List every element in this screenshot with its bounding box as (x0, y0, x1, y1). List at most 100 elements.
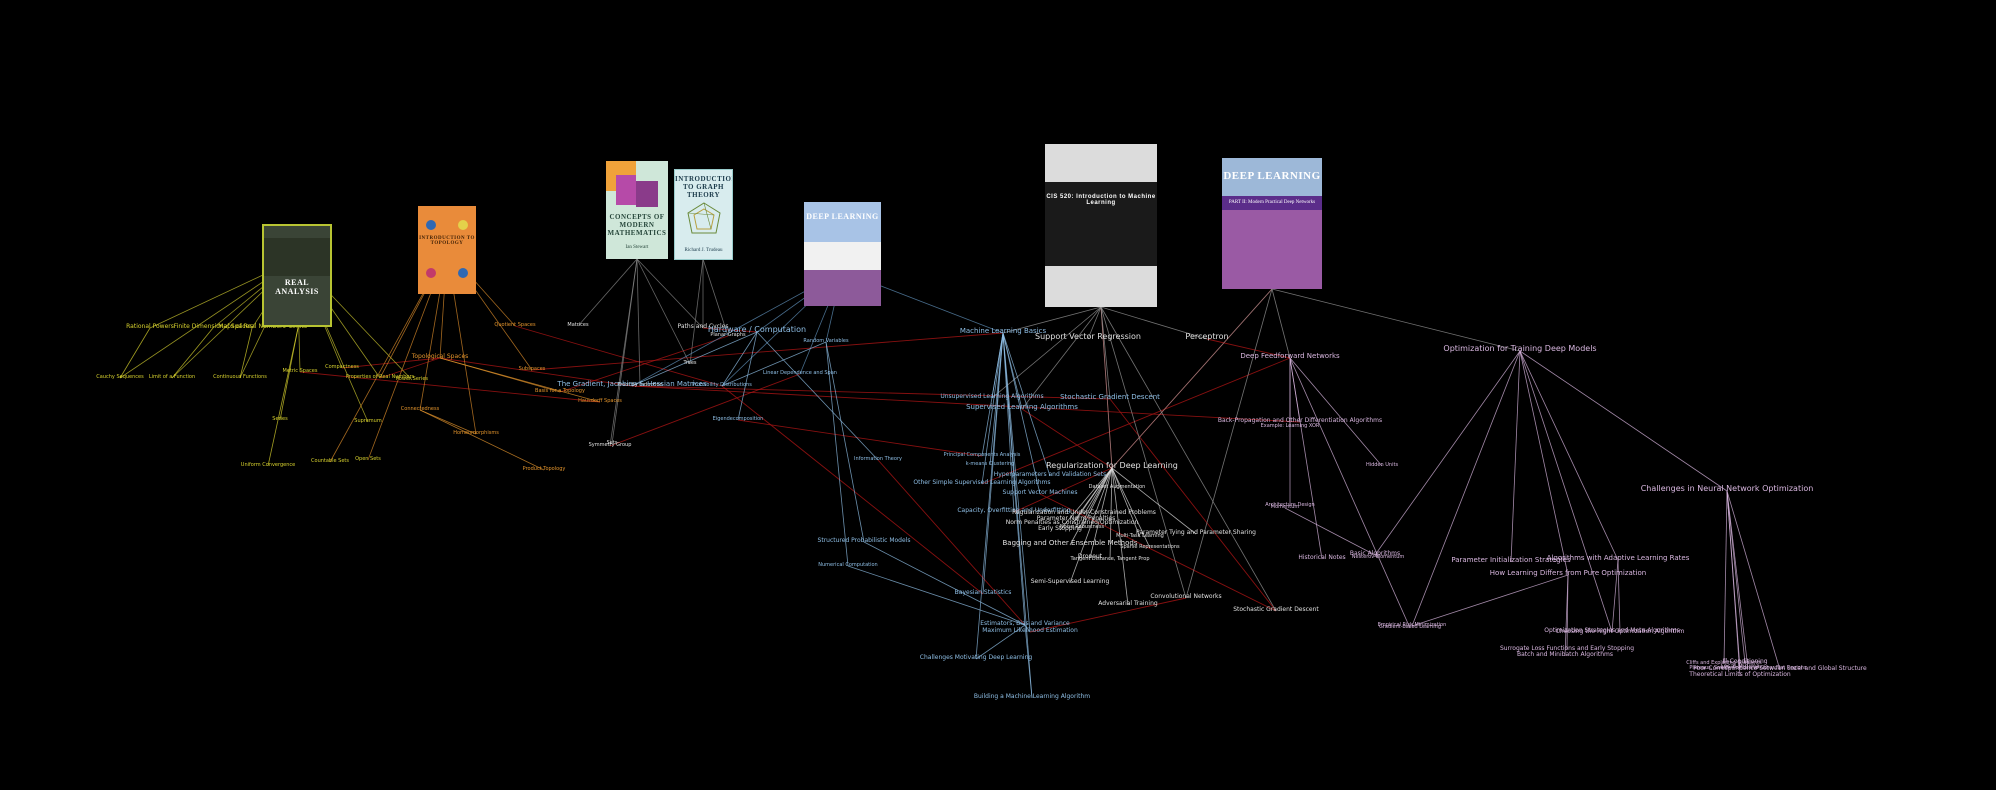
node-label-y2[interactable]: Limit of a Function (149, 374, 195, 380)
node-label-svm[interactable]: Support Vector Machines (1003, 489, 1078, 496)
node-label-bp[interactable]: Back-Propagation and Other Differentiati… (1218, 417, 1382, 424)
node-label-cliff[interactable]: Cliffs and Exploding Gradients (1686, 660, 1762, 666)
node-label-perc[interactable]: Perceptron (1185, 332, 1228, 341)
node-label-hyp[interactable]: Hyperparameters and Validation Sets (994, 471, 1106, 478)
node-label-y4[interactable]: Series (272, 416, 288, 422)
node-label-sgd1[interactable]: Stochastic Gradient Descent (1060, 393, 1160, 401)
node-label-b1[interactable]: The Gradient, Jacobian & Hessian Matrice… (556, 380, 706, 388)
node-label-o5[interactable]: Quotient Spaces (494, 322, 536, 328)
node-label-w6[interactable]: Symmetry Group (589, 442, 632, 448)
node-label-mla[interactable]: Building a Machine Learning Algorithm (974, 693, 1090, 700)
node-label-surr[interactable]: Surrogate Loss Functions and Early Stopp… (1500, 645, 1634, 652)
node-label-y6[interactable]: Uniform Convergence (241, 462, 295, 468)
node-label-ssl[interactable]: Semi-Supervised Learning (1031, 578, 1110, 585)
node-label-choose[interactable]: Choosing the Right Optimization Algorith… (1556, 628, 1685, 635)
node-label-ulb[interactable]: Unsupervised Learning Algorithms (940, 393, 1043, 400)
node-label-rdl[interactable]: Regularization for Deep Learning (1046, 461, 1178, 470)
node-label-osla[interactable]: Other Simple Supervised Learning Algorit… (913, 479, 1050, 486)
node-label-fd[interactable]: Finite Dimensional Spaces (174, 323, 253, 330)
node-label-basic[interactable]: Basic Algorithms (1350, 550, 1400, 557)
node-label-b3[interactable]: Eigendecomposition (713, 416, 764, 422)
node-label-w2[interactable]: Sets (607, 440, 618, 446)
node-label-w3[interactable]: Trees (682, 360, 696, 366)
node-label-w1[interactable]: Matrices (567, 322, 589, 328)
node-label-b6[interactable]: Information Theory (854, 456, 902, 462)
node-label-kmc[interactable]: k-means Clustering (966, 461, 1015, 467)
node-label-o3[interactable]: Homeomorphisms (453, 430, 499, 436)
node-label-param[interactable]: Parameter Norm Penalties (1037, 515, 1115, 522)
node-label-tying[interactable]: Parameter Tying and Parameter Sharing (1136, 529, 1256, 536)
node-label-y12[interactable]: Metric Spaces (283, 368, 318, 374)
node-label-o1[interactable]: Topological Spaces (411, 353, 469, 360)
node-label-xor[interactable]: Example: Learning XOR (1261, 423, 1320, 429)
node-label-y10[interactable]: Power Series (396, 376, 428, 382)
node-label-w5[interactable]: Planar Graphs (710, 332, 746, 338)
node-label-y7[interactable]: Countable Sets (311, 458, 349, 464)
book-concepts-of-modern-mathematics[interactable]: CONCEPTS OF MODERN MATHEMATICS Ian Stewa… (606, 161, 668, 259)
node-label-o2[interactable]: Connectedness (401, 406, 440, 412)
node-label-cap[interactable]: Capacity, Overfitting and Underfitting (957, 507, 1070, 514)
book-topology[interactable]: INTRODUCTION TO TOPOLOGY (418, 206, 476, 294)
node-label-o6[interactable]: Basis for a Topology (535, 388, 585, 394)
node-label-hid[interactable]: Hidden Units (1366, 462, 1399, 468)
node-label-est[interactable]: Estimators, Bias and Variance (980, 620, 1070, 627)
node-label-y3[interactable]: Continuous Functions (213, 374, 267, 380)
node-label-meta[interactable]: Optimization Strategies and Meta-Algorit… (1544, 627, 1679, 634)
node-label-o8[interactable]: Subspaces (519, 366, 546, 372)
node-label-mr[interactable]: Maps of Real Numbers (218, 323, 285, 330)
node-label-dfn[interactable]: Deep Feedforward Networks (1240, 352, 1340, 360)
node-label-gbl[interactable]: Gradient-Based Learning (1379, 624, 1441, 630)
node-label-theor[interactable]: Theoretical Limits of Optimization (1688, 671, 1791, 678)
node-label-cml[interactable]: Challenges Motivating Deep Learning (920, 654, 1033, 661)
node-label-w7[interactable]: Proof by Induction (617, 382, 662, 388)
node-label-local[interactable]: Local Minima (1720, 663, 1760, 670)
node-label-nest[interactable]: Nesterov Momentum (1352, 554, 1405, 560)
node-label-cc[interactable]: Hardware / Computation (708, 325, 806, 334)
node-label-illc[interactable]: Ill-Conditioning (1722, 658, 1767, 665)
node-label-drop[interactable]: Dropout (1078, 553, 1103, 560)
node-label-batch[interactable]: Batch and Minibatch Algorithms (1517, 651, 1613, 658)
book-deep-learning-part-ii[interactable]: DEEP LEARNING PART II: Modern Practical … (1222, 158, 1322, 289)
node-label-poor[interactable]: Poor Correspondence between Local and Gl… (1693, 665, 1867, 672)
node-label-under[interactable]: Regularization and Under-Constrained Pro… (1012, 509, 1156, 516)
book-real-analysis[interactable]: REAL ANALYSIS (262, 224, 332, 327)
node-label-b7[interactable]: Structured Probabilistic Models (818, 537, 911, 544)
node-label-b5[interactable]: Random Variables (803, 338, 849, 344)
node-label-plateau[interactable]: Plateaus, Saddle Points and Other Flat R… (1689, 665, 1807, 671)
node-label-b4[interactable]: Linear Dependence and Span (763, 370, 837, 376)
node-label-init[interactable]: Parameter Initialization Strategies (1451, 556, 1571, 564)
book-cis520-intro-ml[interactable]: CIS 520: Introduction to Machine Learnin… (1045, 144, 1157, 307)
node-label-y1[interactable]: Cauchy Sequences (96, 374, 144, 380)
node-label-cnno[interactable]: Challenges in Neural Network Optimizatio… (1641, 484, 1814, 493)
node-label-multi[interactable]: Multi-Task Learning (1116, 533, 1164, 539)
node-label-early[interactable]: Early Stopping (1038, 525, 1082, 532)
node-label-hist[interactable]: Historical Notes (1298, 554, 1345, 561)
node-label-rp[interactable]: Rational Powers (126, 323, 174, 330)
node-label-pca[interactable]: Principal Components Analysis (944, 452, 1021, 458)
node-label-noise[interactable]: Noise Robustness (1060, 524, 1105, 530)
node-label-arch[interactable]: Architecture Design (1265, 502, 1314, 508)
node-label-dataaug[interactable]: Dataset Augmentation (1089, 484, 1146, 490)
node-label-adapt[interactable]: Algorithms with Adaptive Learning Rates (1547, 554, 1690, 562)
book-deep-learning-part-i[interactable]: DEEP LEARNING (804, 202, 881, 306)
node-label-mlb[interactable]: Machine Learning Basics (960, 327, 1047, 335)
node-label-bst[interactable]: Bayesian Statistics (955, 589, 1012, 596)
node-label-ens[interactable]: Bagging and Other Ensemble Methods (1003, 539, 1138, 547)
node-label-diff[interactable]: How Learning Differs from Pure Optimizat… (1490, 569, 1646, 577)
node-label-b2[interactable]: Probability Distributions (692, 382, 752, 388)
node-label-y9[interactable]: Properties of Real Numbers (346, 374, 415, 380)
node-label-mom[interactable]: Momentum (1271, 504, 1300, 510)
node-label-constr[interactable]: Norm Penalties as Constrained Optimizati… (1006, 519, 1139, 526)
node-label-sla[interactable]: Supervised Learning Algorithms (966, 403, 1078, 411)
node-label-b8[interactable]: Numerical Computation (818, 562, 877, 568)
node-label-erm[interactable]: Empirical Risk Minimization (1378, 622, 1447, 628)
node-label-mle[interactable]: Maximum Likelihood Estimation (982, 627, 1078, 634)
node-label-tang[interactable]: Tangent Distance, Tangent Prop (1069, 556, 1149, 562)
node-label-o7[interactable]: Hausdorff Spaces (578, 398, 622, 404)
node-label-cnn[interactable]: Convolutional Networks (1150, 593, 1221, 600)
node-label-sgd2[interactable]: Stochastic Gradient Descent (1233, 606, 1319, 613)
node-label-y11[interactable]: Compactness (325, 364, 359, 370)
node-label-o4[interactable]: Product Topology (523, 466, 566, 472)
node-label-adv[interactable]: Adversarial Training (1098, 600, 1158, 607)
